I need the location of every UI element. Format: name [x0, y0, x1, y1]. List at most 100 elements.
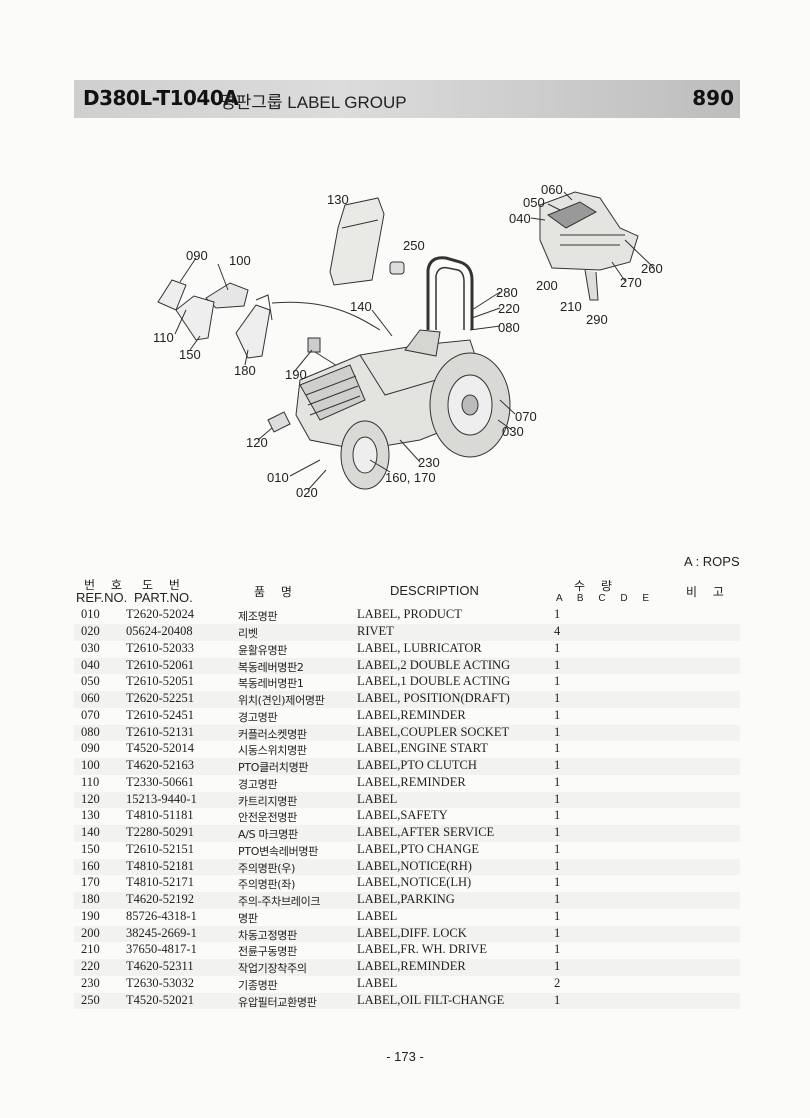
description: LABEL,AFTER SERVICE: [357, 825, 495, 839]
qty-a: 1: [554, 858, 561, 873]
description: LABEL,NOTICE(LH): [357, 875, 472, 889]
description: LABEL, POSITION(DRAFT): [357, 691, 510, 705]
name-ko: 유압필터교환명판: [238, 995, 317, 1009]
name-ko: 주의명판(좌): [238, 878, 296, 891]
table-row: 080 T2610-52131 커플러소켓명판 LABEL,COUPLER SO…: [74, 725, 740, 742]
table-row: 070 T2610-52451 경고명판 LABEL,REMINDER 1: [74, 708, 740, 725]
part-no: T4620-52192: [126, 892, 195, 906]
description: LABEL,REMINDER: [357, 959, 466, 973]
table-row: 180 T4620-52192 주의-주차브레이크 LABEL,PARKING …: [74, 892, 740, 909]
name-ko: 제조명판: [238, 610, 278, 623]
callout-220: 220: [498, 301, 520, 316]
name-ko: 카트리지명판: [238, 794, 297, 808]
name-ko: 기종명판: [238, 978, 278, 992]
callout-030: 030: [502, 424, 524, 439]
ref-no: 090: [81, 741, 100, 755]
header-name-ko: 품 명: [254, 585, 298, 599]
ref-no: 150: [81, 841, 100, 856]
qty-a: 1: [554, 724, 561, 739]
description: LABEL,REMINDER: [357, 774, 466, 789]
name-ko: 복동레버명판2: [238, 660, 304, 674]
ref-no: 200: [81, 925, 100, 940]
ref-no: 180: [81, 892, 100, 906]
ref-no: 210: [81, 942, 100, 956]
table-row: 200 38245-2669-1 차동고정명판 LABEL,DIFF. LOCK…: [74, 926, 740, 943]
part-no: 38245-2669-1: [126, 925, 197, 940]
name-ko: 커플러소켓명판: [238, 727, 307, 741]
tractor-label-diagram: 130 060 050 040 250 090 100 260 200 270 …: [153, 182, 663, 500]
part-no: T2610-52051: [126, 674, 195, 688]
description: LABEL,PTO CHANGE: [357, 841, 479, 856]
table-row: 150 T2610-52151 PTO변속레버명판 LABEL,PTO CHAN…: [74, 842, 740, 859]
ref-no: 060: [81, 691, 100, 705]
ref-no: 160: [81, 858, 100, 873]
table-row: 160 T4810-52181 주의명판(우) LABEL,NOTICE(RH)…: [74, 859, 740, 876]
ref-no: 030: [81, 640, 100, 655]
ref-no: 190: [81, 908, 100, 923]
callout-260: 260: [641, 261, 663, 276]
table-row: 170 T4810-52171 주의명판(좌) LABEL,NOTICE(LH)…: [74, 875, 740, 892]
part-no: 05624-20408: [126, 624, 193, 638]
part-no: T4810-52171: [126, 875, 195, 889]
name-ko: 주의명판(우): [238, 861, 296, 875]
ref-no: 220: [81, 959, 100, 973]
qty-a: 1: [554, 791, 561, 806]
ref-no: 070: [81, 707, 100, 722]
qty-a: 1: [554, 640, 561, 655]
part-no: T2610-52451: [126, 707, 195, 722]
table-row: 190 85726-4318-1 명판 LABEL 1: [74, 909, 740, 926]
legend-rops: A : ROPS: [684, 554, 740, 569]
callout-020: 020: [296, 485, 318, 500]
callout-200: 200: [536, 278, 558, 293]
callout-100: 100: [229, 253, 251, 268]
description: LABEL: [357, 791, 398, 806]
callout-040: 040: [509, 211, 531, 226]
part-no: T2620-52251: [126, 691, 195, 705]
name-ko: PTO변속레버명판: [238, 844, 319, 858]
table-header: 번 호 REF.NO. 도 번 PART.NO. 품 명 DESCRIPTION…: [74, 575, 740, 607]
description: LABEL: [357, 908, 398, 923]
part-no: 15213-9440-1: [126, 791, 197, 806]
description: LABEL,DIFF. LOCK: [357, 925, 467, 940]
table-row: 140 T2280-50291 A/S 마크명판 LABEL,AFTER SER…: [74, 825, 740, 842]
qty-a: 1: [554, 908, 561, 923]
name-ko: 주의-주차브레이크: [238, 895, 321, 908]
ref-no: 080: [81, 724, 100, 739]
table-row: 060 T2620-52251 위치(견인)제어명판 LABEL, POSITI…: [74, 691, 740, 708]
part-no: T4810-51181: [126, 808, 194, 822]
part-no: T2610-52131: [126, 724, 195, 739]
part-no: T2620-52024: [126, 607, 195, 621]
qty-a: 1: [554, 925, 561, 940]
ref-no: 020: [81, 624, 100, 638]
group-title: 명판그룹 LABEL GROUP: [220, 93, 407, 112]
description: LABEL,FR. WH. DRIVE: [357, 942, 487, 956]
qty-a: 1: [554, 774, 561, 789]
name-ko: 작업기장착주의: [238, 962, 307, 975]
description: LABEL,PTO CLUTCH: [357, 758, 477, 772]
table-row: 040 T2610-52061 복동레버명판2 LABEL,2 DOUBLE A…: [74, 658, 740, 675]
callout-250: 250: [403, 238, 425, 253]
name-ko: 시동스위치명판: [238, 744, 307, 757]
part-no: 85726-4318-1: [126, 908, 197, 923]
table-row: 120 15213-9440-1 카트리지명판 LABEL 1: [74, 792, 740, 809]
header-part-ko: 도 번: [142, 578, 186, 592]
name-ko: 위치(견인)제어명판: [238, 694, 325, 707]
table-row: 030 T2610-52033 윤활유명판 LABEL, LUBRICATOR …: [74, 641, 740, 658]
qty-a: 1: [554, 741, 561, 755]
ref-no: 250: [81, 992, 100, 1007]
description: LABEL, PRODUCT: [357, 607, 462, 621]
qty-a: 1: [554, 808, 561, 822]
ref-no: 110: [81, 774, 100, 789]
part-no: T2630-53032: [126, 975, 195, 990]
part-no: T4520-52014: [126, 741, 195, 755]
callout-050: 050: [523, 195, 545, 210]
callout-110: 110: [153, 330, 174, 345]
table-row: 130 T4810-51181 안전운전명판 LABEL,SAFETY 1: [74, 808, 740, 825]
description: LABEL,PARKING: [357, 892, 455, 906]
callout-150: 150: [179, 347, 201, 362]
description: LABEL: [357, 975, 398, 990]
table-row: 110 T2330-50661 경고명판 LABEL,REMINDER 1: [74, 775, 740, 792]
callout-140: 140: [350, 299, 372, 314]
model-code: D380L-T1040A: [83, 86, 239, 110]
description: LABEL,COUPLER SOCKET: [357, 724, 510, 739]
